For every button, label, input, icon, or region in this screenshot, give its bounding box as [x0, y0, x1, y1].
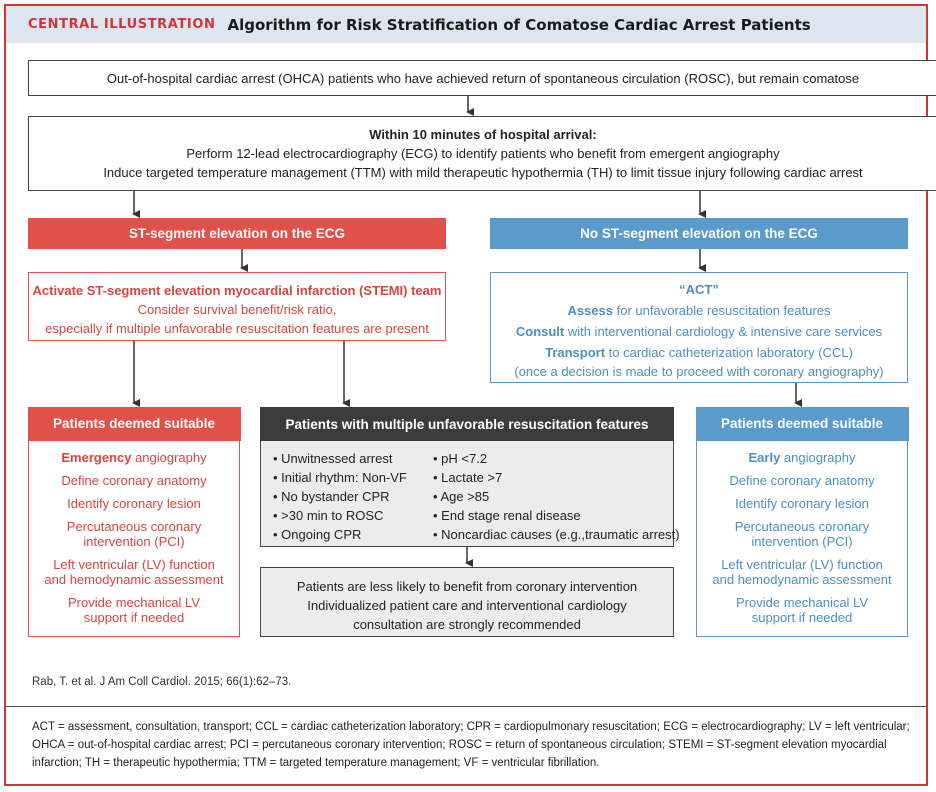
ohca-box: Out-of-hospital cardiac arrest (OHCA) pa… [28, 60, 936, 96]
st-elevation-bar: ST-segment elevation on the ECG [28, 218, 446, 249]
suitable-right-box: Patients deemed suitable Early angiograp… [695, 406, 909, 637]
suitable-right-item: Percutaneous coronary intervention (PCI) [734, 518, 870, 549]
unfavorable-right-item: • End stage renal disease [433, 508, 581, 523]
less-likely-line3: consultation are strongly recommended [353, 617, 581, 632]
less-likely-line2: Individualized patient care and interven… [307, 598, 627, 613]
suitable-left-item: Provide mechanical LV support if needed [68, 594, 200, 625]
stemi-line2: especially if multiple unfavorable resus… [45, 321, 429, 336]
unfavorable-header: Patients with multiple unfavorable resus… [260, 407, 674, 441]
emergency-rest: angiography [131, 449, 207, 465]
unfavorable-right-list: • pH <7.2 • Lactate >7 • Age >85 • End s… [433, 449, 680, 544]
suitable-left-item: Percutaneous coronary intervention (PCI) [66, 518, 202, 549]
act-consult-line: Consult with interventional cardiology &… [491, 322, 907, 341]
act-transport-bold: Transport [545, 345, 606, 360]
stemi-team-box: Activate ST-segment elevation myocardial… [28, 272, 446, 341]
act-assess-bold: Assess [567, 303, 614, 318]
less-likely-box: Patients are less likely to benefit from… [260, 567, 674, 637]
early-rest: angiography [780, 449, 856, 465]
suitable-left-box: Patients deemed suitable Emergency angio… [27, 406, 241, 637]
suitable-right-list: Early angiography Define coronary anatom… [697, 441, 907, 625]
unfavorable-left-item: • >30 min to ROSC [273, 508, 384, 523]
unfavorable-left-item: • Unwitnessed arrest [273, 451, 393, 466]
within-ecg-line: Perform 12-lead electrocardiography (ECG… [186, 146, 780, 161]
header-tag: CENTRAL ILLUSTRATION [28, 17, 216, 32]
suitable-right-header: Patients deemed suitable [695, 406, 909, 441]
suitable-left-item: Define coronary anatomy [61, 472, 207, 488]
abbreviations-footnote: ACT = assessment, consultation, transpor… [32, 721, 910, 769]
suitable-right-item: Identify coronary lesion [735, 495, 869, 511]
ohca-text: Out-of-hospital cardiac arrest (OHCA) pa… [106, 70, 860, 86]
act-consult-bold: Consult [515, 324, 565, 339]
unfavorable-right-item: • Lactate >7 [433, 470, 503, 485]
act-transport-rest: to cardiac catheterization laboratory (C… [605, 345, 853, 360]
unfavorable-lists: • Unwitnessed arrest • Initial rhythm: N… [261, 441, 680, 544]
suitable-right-item-early: Early angiography [697, 450, 907, 465]
suitable-right-item: Left ventricular (LV) function and hemod… [712, 556, 892, 587]
unfavorable-right-item: • pH <7.2 [433, 451, 488, 466]
act-consult-rest: with interventional cardiology & intensi… [564, 324, 883, 339]
unfavorable-right-item: • Noncardiac causes (e.g.,traumatic arre… [433, 527, 680, 542]
illustration-frame: CENTRAL ILLUSTRATION Algorithm for Risk … [4, 4, 936, 786]
no-st-elevation-bar: No ST-segment elevation on the ECG [490, 218, 908, 249]
header-title: Algorithm for Risk Stratification of Com… [227, 15, 811, 34]
within-heading: Within 10 minutes of hospital arrival: [369, 127, 597, 142]
st-elevation-label: ST-segment elevation on the ECG [128, 226, 346, 241]
stemi-line1: Consider survival benefit/risk ratio, [137, 302, 337, 317]
early-bold: Early [748, 449, 781, 465]
unfavorable-left-item: • Ongoing CPR [273, 527, 362, 542]
illustration-header: CENTRAL ILLUSTRATION Algorithm for Risk … [6, 6, 926, 43]
act-transport-line: Transport to cardiac catheterization lab… [491, 343, 907, 362]
act-assess-rest: for unfavorable resuscitation features [613, 303, 831, 318]
act-assess-line: Assess for unfavorable resuscitation fea… [491, 301, 907, 320]
act-transport-line2: (once a decision is made to proceed with… [514, 364, 884, 379]
within-ttm-line: Induce targeted temperature management (… [103, 165, 863, 180]
unfavorable-features-box: Patients with multiple unfavorable resus… [260, 407, 680, 547]
suitable-left-header: Patients deemed suitable [27, 406, 241, 441]
suitable-right-item: Provide mechanical LV support if needed [736, 594, 868, 625]
suitable-right-item: Define coronary anatomy [729, 472, 875, 488]
suitable-left-item-emergency: Emergency angiography [29, 450, 239, 465]
less-likely-line1: Patients are less likely to benefit from… [296, 579, 638, 594]
citation: Rab, T. et al. J Am Coll Cardiol. 2015; … [32, 676, 292, 688]
no-st-elevation-label: No ST-segment elevation on the ECG [580, 226, 818, 241]
suitable-left-list: Emergency angiography Define coronary an… [29, 441, 239, 625]
footnote-divider [6, 706, 926, 707]
act-box: “ACT” Assess for unfavorable resuscitati… [490, 272, 908, 383]
unfavorable-left-list: • Unwitnessed arrest • Initial rhythm: N… [273, 449, 407, 544]
unfavorable-right-item: • Age >85 [433, 489, 490, 504]
unfavorable-left-item: • No bystander CPR [273, 489, 390, 504]
act-title: “ACT” [679, 282, 719, 297]
within-10-minutes-box: Within 10 minutes of hospital arrival: P… [28, 116, 936, 191]
flow-arrows [132, 95, 802, 567]
suitable-left-item: Left ventricular (LV) function and hemod… [44, 556, 224, 587]
emergency-bold: Emergency [61, 449, 132, 465]
unfavorable-left-item: • Initial rhythm: Non-VF [273, 470, 407, 485]
stemi-title: Activate ST-segment elevation myocardial… [32, 283, 442, 298]
suitable-left-item: Identify coronary lesion [67, 495, 201, 511]
